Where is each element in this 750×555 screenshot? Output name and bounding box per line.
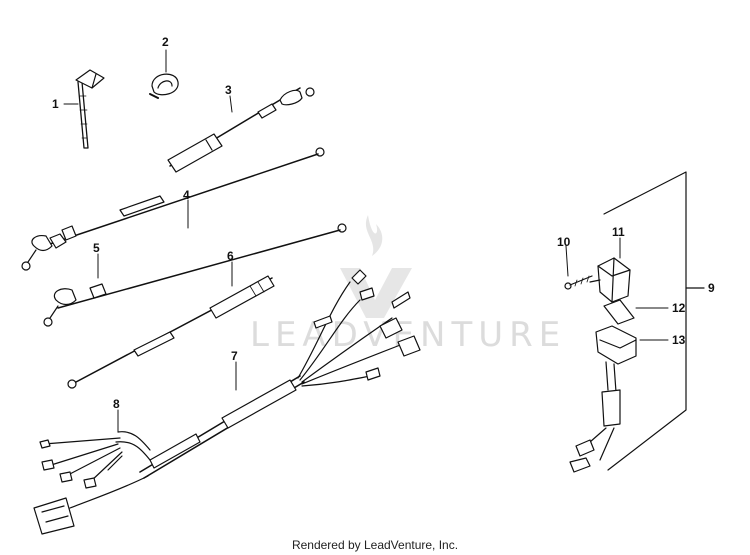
callout-3: 3 — [225, 83, 232, 97]
callout-4: 4 — [183, 188, 190, 202]
callout-7: 7 — [231, 349, 238, 363]
callout-labels: 1 2 3 4 5 6 7 8 9 10 11 12 13 — [52, 35, 715, 411]
part-3-wire-lead — [167, 87, 315, 173]
part-8-sub-harness — [33, 431, 151, 535]
callout-10: 10 — [557, 235, 571, 249]
callout-6: 6 — [227, 249, 234, 263]
part-5-wire-lead — [43, 223, 347, 327]
callout-5: 5 — [93, 241, 100, 255]
callout-8: 8 — [113, 397, 120, 411]
part-4-wire-lead — [21, 147, 325, 271]
callout-1: 1 — [52, 97, 59, 111]
part-2-clamp — [149, 73, 179, 99]
footer-credit: Rendered by LeadVenture, Inc. — [291, 538, 459, 552]
part-12-fuse — [603, 299, 635, 325]
callout-9: 9 — [708, 281, 715, 295]
callout-11: 11 — [612, 225, 625, 239]
part-1-cable-tie — [75, 69, 105, 149]
callout-leader-lines — [63, 49, 669, 433]
part-6-wire-lead — [67, 275, 275, 389]
leadventure-watermark-logo: LEADVENTURE — [250, 215, 560, 355]
part-9-bracket-line — [603, 171, 705, 471]
part-10-screw — [564, 275, 593, 290]
callout-12: 12 — [672, 301, 686, 315]
part-13-fuse-holder — [569, 325, 637, 473]
part-7-main-harness — [139, 269, 421, 479]
callout-2: 2 — [162, 35, 169, 49]
part-11-relay — [589, 257, 631, 303]
callout-13: 13 — [672, 333, 686, 347]
